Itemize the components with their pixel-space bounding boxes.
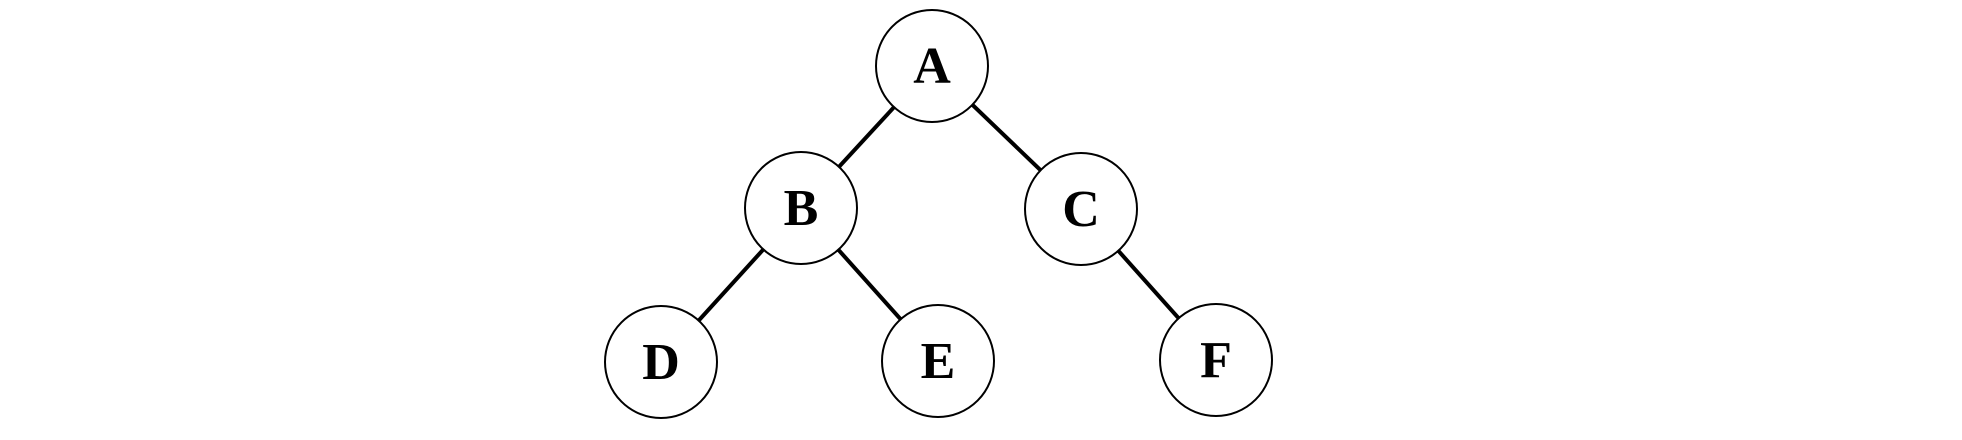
tree-node-E: E: [881, 304, 995, 418]
tree-node-label-F: F: [1200, 332, 1232, 389]
tree-node-circle-B: [744, 151, 858, 265]
tree-node-circle-E: [881, 304, 995, 418]
tree-node-D: D: [604, 305, 718, 419]
tree-node-circle-A: [875, 9, 989, 123]
tree-node-C: C: [1024, 152, 1138, 266]
tree-node-label-E: E: [921, 333, 956, 390]
tree-node-label-A: A: [913, 38, 951, 95]
tree-node-F: F: [1159, 303, 1273, 417]
tree-node-B: B: [744, 151, 858, 265]
tree-node-A: A: [875, 9, 989, 123]
tree-node-label-C: C: [1062, 181, 1100, 238]
tree-node-label-D: D: [642, 334, 680, 391]
tree-node-circle-C: [1024, 152, 1138, 266]
tree-node-label-B: B: [784, 180, 819, 237]
tree-node-circle-D: [604, 305, 718, 419]
tree-node-circle-F: [1159, 303, 1273, 417]
